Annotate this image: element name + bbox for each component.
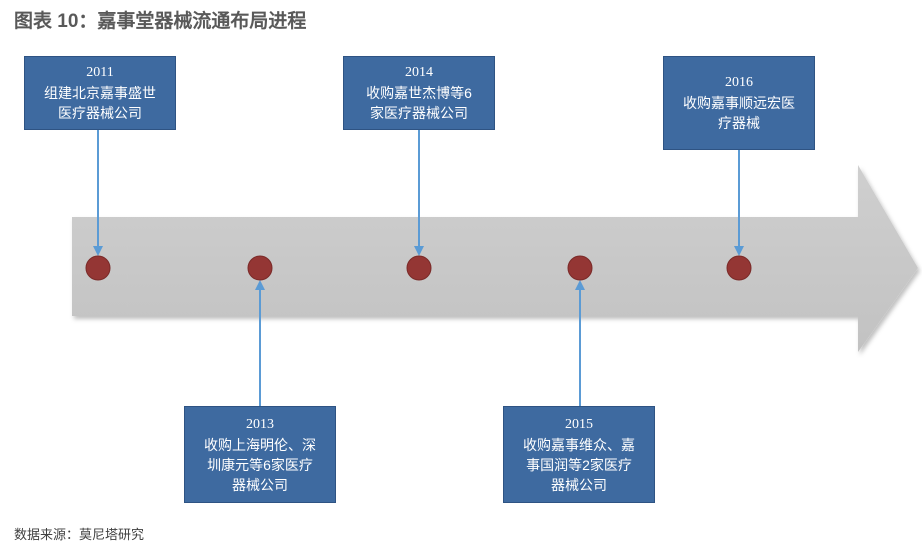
milestone-text-line: 事国润等2家医疗 (526, 456, 632, 473)
milestone-year: 2015 (565, 416, 593, 432)
milestone-text-line: 收购嘉事维众、嘉 (523, 436, 635, 453)
milestone-text-line: 疗器械 (718, 115, 760, 131)
milestone-text-line: 医疗器械公司 (58, 105, 142, 121)
milestone-text-line: 器械公司 (232, 476, 288, 493)
milestone-box-2013: 2013 收购上海明伦、深圳康元等6家医疗器械公司 (184, 406, 336, 503)
milestone-year: 2013 (246, 416, 274, 432)
milestone-year: 2014 (405, 65, 433, 80)
timeline-dot-2014 (406, 255, 432, 281)
timeline-dot-2011 (85, 255, 111, 281)
milestone-text-line: 圳康元等6家医疗 (207, 456, 313, 473)
timeline-dot-2013 (247, 255, 273, 281)
data-source: 数据来源：莫尼塔研究 (14, 527, 145, 542)
milestone-box-2015: 2015 收购嘉事维众、嘉事国润等2家医疗器械公司 (503, 406, 655, 503)
milestone-box-2011: 2011 组建北京嘉事盛世医疗器械公司 (24, 56, 176, 130)
milestone-text-line: 收购嘉事顺远宏医 (683, 95, 795, 111)
milestone-text-line: 家医疗器械公司 (370, 105, 468, 121)
timeline-dot-2015 (567, 255, 593, 281)
milestone-text-line: 组建北京嘉事盛世 (44, 85, 156, 101)
milestone-text-line: 器械公司 (551, 476, 607, 493)
milestone-box-2016: 2016 收购嘉事顺远宏医疗器械 (663, 56, 815, 150)
milestone-box-2014: 2014 收购嘉世杰博等6 家医疗器械公司 (343, 56, 495, 130)
figure-title: 图表 10：嘉事堂器械流通布局进程 (14, 11, 307, 32)
timeline-dot-2016 (726, 255, 752, 281)
timeline-arrow (72, 165, 918, 352)
milestone-year: 2016 (725, 75, 753, 90)
milestone-text-line: 收购上海明伦、深 (204, 436, 316, 453)
milestone-text-line: 收购嘉世杰博等6 (366, 85, 472, 101)
milestone-year: 2011 (86, 65, 114, 80)
